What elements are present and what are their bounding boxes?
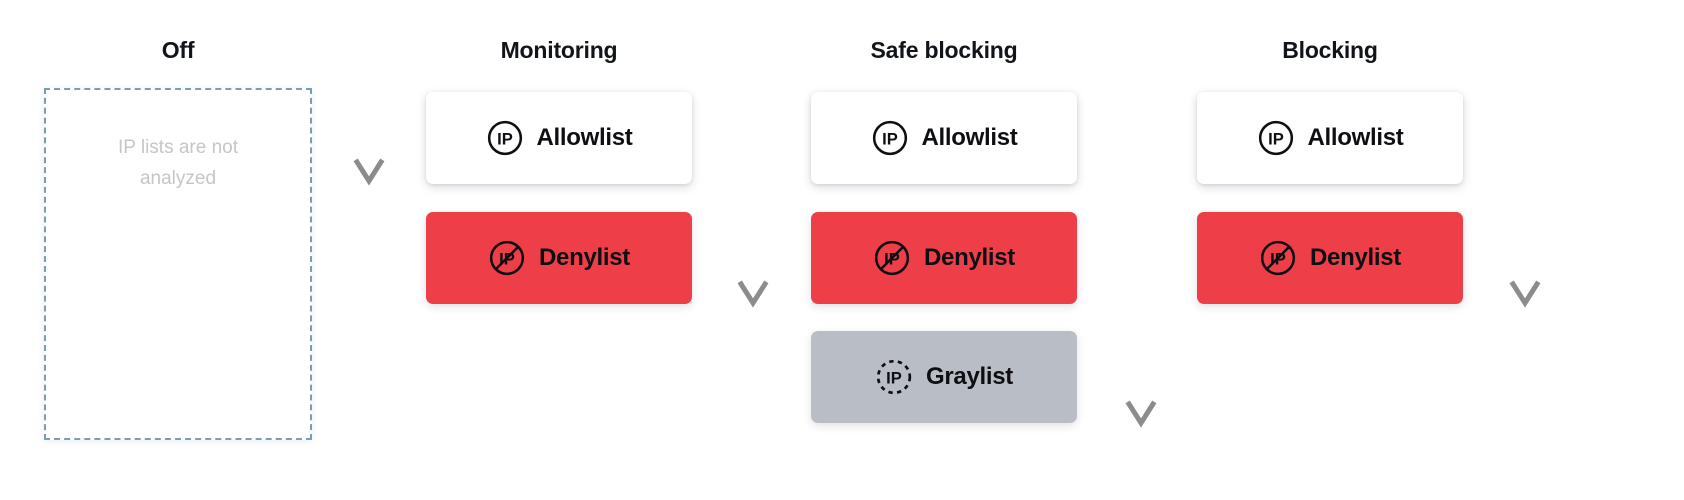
- ip-circle-slash-icon: IP: [1260, 240, 1296, 276]
- svg-text:IP: IP: [1268, 129, 1284, 148]
- card-label-denylist-monitoring: Denylist: [539, 244, 630, 271]
- ip-dashed-circle-icon: IP: [876, 359, 912, 395]
- card-allowlist-monitoring[interactable]: IP Allowlist: [426, 92, 692, 184]
- arrow-monitoring-to-safe-blocking: [737, 88, 769, 308]
- column-title-off: Off: [161, 37, 195, 63]
- ip-circle-slash-icon: IP: [489, 240, 525, 276]
- card-label-allowlist-monitoring: Allowlist: [536, 124, 633, 151]
- svg-text:IP: IP: [882, 129, 898, 148]
- column-title-blocking: Blocking: [1282, 37, 1378, 63]
- card-allowlist-blocking[interactable]: IP Allowlist: [1197, 92, 1463, 184]
- ip-circle-icon: IP: [487, 120, 522, 156]
- card-graylist-safe-blocking[interactable]: IP Graylist: [811, 331, 1077, 423]
- card-allowlist-safe-blocking[interactable]: IP Allowlist: [811, 92, 1077, 184]
- card-label-allowlist-safe-blocking: Allowlist: [921, 124, 1018, 151]
- arrow-blocking-end: [1509, 88, 1541, 308]
- card-label-denylist-safe-blocking: Denylist: [924, 244, 1015, 271]
- column-title-safe-blocking: Safe blocking: [870, 37, 1018, 63]
- off-empty-placeholder-box: IP lists are not analyzed: [44, 88, 312, 440]
- column-title-monitoring: Monitoring: [500, 37, 618, 63]
- card-denylist-monitoring[interactable]: IP Denylist: [426, 212, 692, 304]
- off-empty-placeholder-text: IP lists are not analyzed: [117, 137, 239, 189]
- card-denylist-blocking[interactable]: IP Denylist: [1197, 212, 1463, 304]
- arrow-safe-blocking-to-blocking: [1125, 88, 1157, 428]
- card-denylist-safe-blocking[interactable]: IP Denylist: [811, 212, 1077, 304]
- svg-text:IP: IP: [497, 129, 513, 148]
- arrow-off-to-monitoring: [353, 88, 385, 186]
- card-label-denylist-blocking: Denylist: [1310, 244, 1401, 271]
- card-label-allowlist-blocking: Allowlist: [1307, 124, 1404, 151]
- svg-text:IP: IP: [886, 368, 902, 387]
- card-label-graylist-safe-blocking: Graylist: [926, 363, 1013, 390]
- ip-circle-icon: IP: [1258, 120, 1293, 156]
- ip-circle-slash-icon: IP: [874, 240, 910, 276]
- ip-circle-icon: IP: [872, 120, 907, 156]
